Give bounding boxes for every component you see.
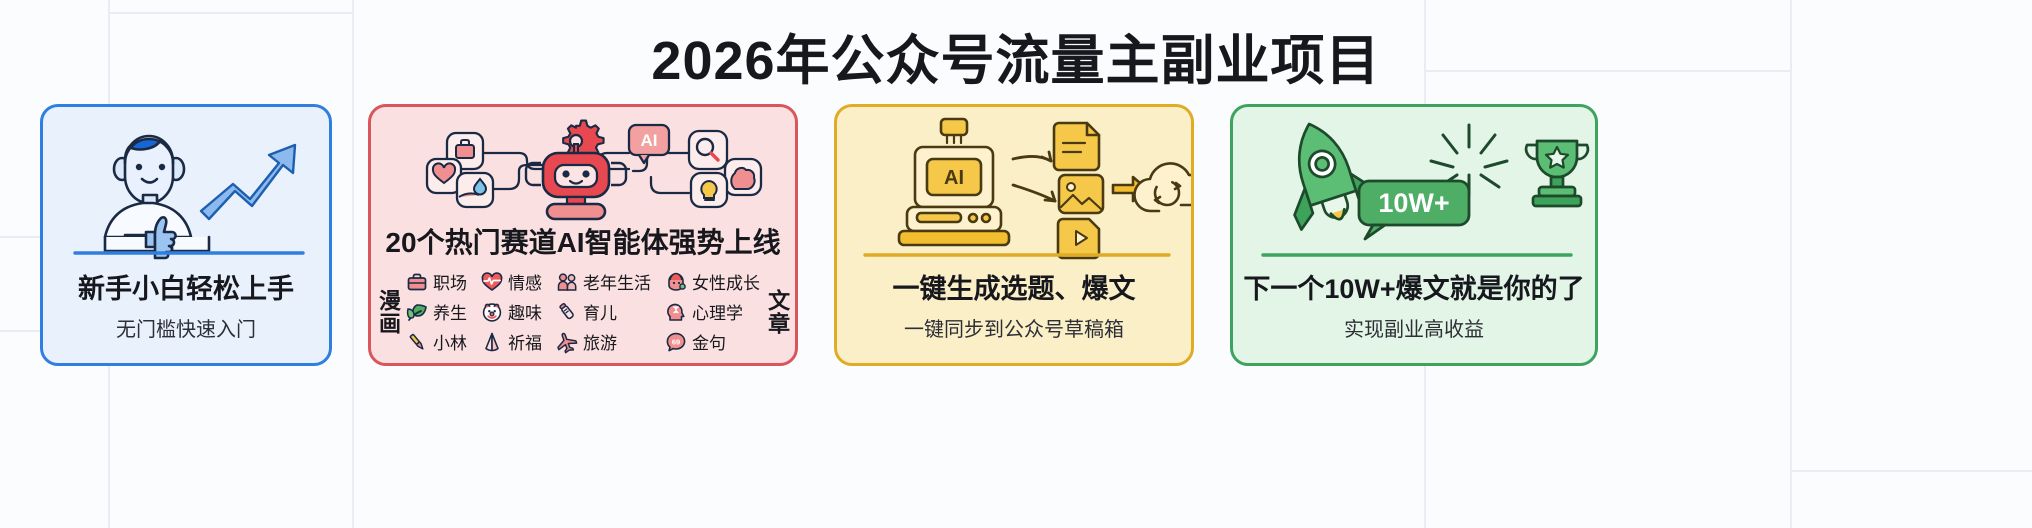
tag-item[interactable]: 育儿: [556, 299, 651, 324]
svg-text:AI: AI: [641, 131, 658, 150]
card-viral-art: 10W+: [1233, 107, 1595, 267]
briefcase-icon: [406, 271, 428, 293]
tag-item[interactable]: 小林: [406, 329, 467, 354]
badge-10w-label: 10W+: [1378, 188, 1449, 218]
elderly-couple-icon: [556, 271, 578, 293]
card-ai-agents-heading: 20个热门赛道AI智能体强势上线: [385, 227, 781, 258]
robot-icon: [524, 143, 628, 221]
woman-icon: [665, 271, 687, 293]
tag-item[interactable]: 老年生活: [556, 269, 651, 294]
card-viral-text: 下一个10W+爆文就是你的了 实现副业高收益: [1233, 267, 1595, 342]
baby-bottle-icon: [556, 301, 578, 323]
search-icon: [687, 129, 729, 171]
head-psychology-icon: [665, 301, 687, 323]
badge-10w: 10W+: [1357, 179, 1471, 241]
tag-item[interactable]: 养生: [406, 299, 467, 324]
tag-label: 老年生活: [583, 274, 651, 293]
tag-label: 女性成长: [692, 274, 760, 293]
tag-item[interactable]: 祈福: [481, 329, 542, 354]
card-ai-agents-art: AI: [371, 107, 795, 221]
card-ai-agents-left-label: 漫画: [376, 288, 401, 335]
card-beginner[interactable]: 新手小白轻松上手 无门槛快速入门: [40, 104, 332, 366]
tag-item[interactable]: 职场: [406, 269, 467, 294]
tag-label: 养生: [433, 304, 467, 323]
tag-label: 旅游: [583, 334, 617, 353]
tag-label: 育儿: [583, 304, 617, 323]
tag-label: 职场: [433, 274, 467, 293]
card-beginner-text: 新手小白轻松上手 无门槛快速入门: [43, 267, 329, 342]
card-beginner-heading: 新手小白轻松上手: [78, 274, 294, 304]
card-ai-agents-tags: 漫画 职场 情感 老年生活 女性成长: [376, 269, 791, 354]
card-ai-agents[interactable]: AI: [368, 104, 798, 366]
card-beginner-subheading: 无门槛快速入门: [116, 319, 256, 341]
card-one-click-text: 一键生成选题、爆文 一键同步到公众号草稿箱: [837, 267, 1191, 342]
lightbulb-node-icon: [689, 171, 729, 209]
tag-label: 祈福: [508, 334, 542, 353]
card-viral-subheading: 实现副业高收益: [1344, 319, 1484, 341]
ai-badge-icon: AI: [627, 123, 671, 165]
card-one-click-subheading: 一键同步到公众号草稿箱: [904, 319, 1124, 341]
card-ai-agents-right-label: 文章: [765, 288, 791, 335]
tag-item[interactable]: 趣味: [481, 299, 542, 324]
tag-label: 心理学: [692, 304, 743, 323]
tag-label: 金句: [692, 334, 726, 353]
tag-item[interactable]: 69 金句: [665, 329, 760, 354]
card-one-click-art: AI: [837, 107, 1191, 267]
growth-arrow-icon: [199, 143, 297, 221]
tag-item[interactable]: 女性成长: [665, 269, 760, 294]
quote-bubble-icon: 69: [665, 331, 687, 353]
paintbrush-icon: [406, 331, 428, 353]
card-beginner-art: [43, 107, 329, 267]
tag-label: 情感: [508, 274, 542, 293]
tag-item[interactable]: 情感: [481, 269, 542, 294]
tag-label: 小林: [433, 334, 467, 353]
card-one-click[interactable]: AI: [834, 104, 1194, 366]
heart-node-icon: [425, 157, 463, 195]
leaf-icon: [406, 301, 428, 323]
tag-label: 趣味: [508, 304, 542, 323]
praying-hands-icon: [481, 331, 503, 353]
card-one-click-heading: 一键生成选题、爆文: [892, 274, 1136, 304]
airplane-icon: [556, 331, 578, 353]
tag-item[interactable]: 旅游: [556, 329, 651, 354]
svg-text:AI: AI: [944, 167, 964, 189]
page-title: 2026年公众号流量主副业项目: [651, 31, 1381, 91]
tag-item[interactable]: 心理学: [665, 299, 760, 324]
card-viral-heading: 下一个10W+爆文就是你的了: [1243, 274, 1585, 304]
card-viral[interactable]: 10W+ 下一个10W+爆文就是你的了 实现副业高收益: [1230, 104, 1598, 366]
person-thumbs-up-icon: [103, 134, 211, 260]
cards-row: 新手小白轻松上手 无门槛快速入门: [40, 104, 1992, 366]
clown-icon: [481, 301, 503, 323]
svg-text:69: 69: [672, 337, 680, 346]
heartbeat-icon: [481, 271, 503, 293]
droplet-node-icon: [455, 171, 495, 209]
brain-node-icon: [723, 157, 763, 197]
